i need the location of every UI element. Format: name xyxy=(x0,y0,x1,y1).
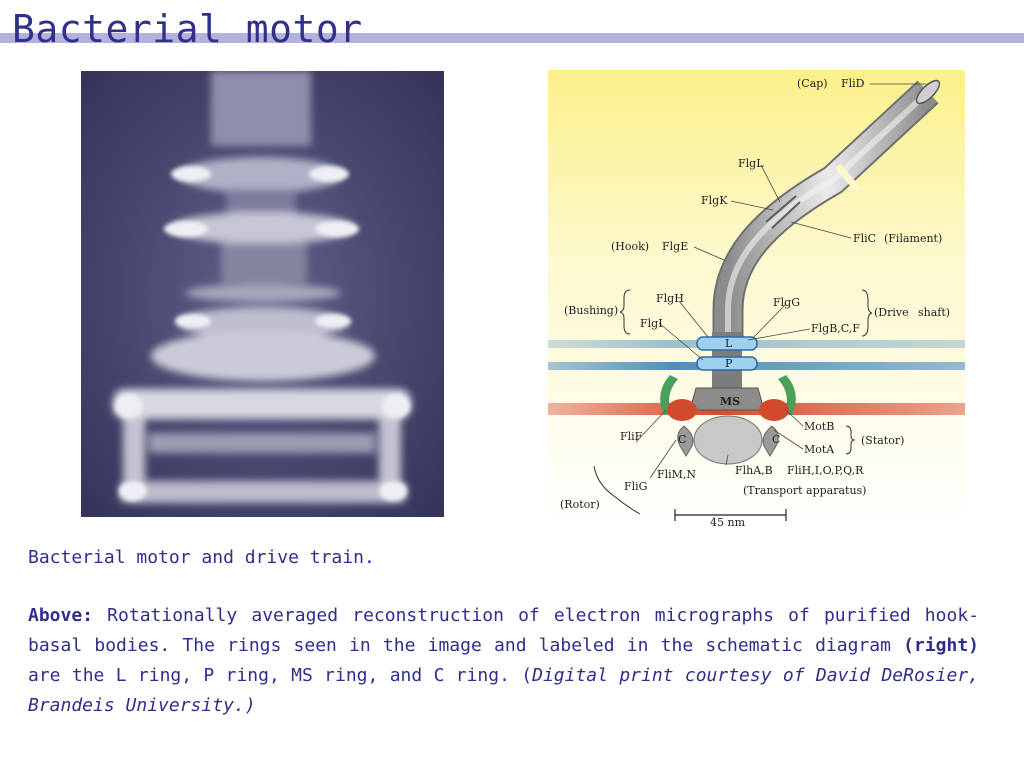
flagellar-motor-schematic: L P MS C C (Cap) FliD FlgL FlgK FliC (Fi… xyxy=(548,70,965,530)
caption-text-1: Rotationally averaged reconstruction of … xyxy=(28,605,979,656)
diagram-label-hook: (Hook) xyxy=(611,240,649,253)
diagram-label-ring-p: P xyxy=(725,357,733,370)
slide-title: Bacterial motor xyxy=(12,7,363,51)
micrograph-image xyxy=(81,71,444,517)
diagram-label-ring-c: C xyxy=(772,433,780,446)
diagram-label-flic: FliC xyxy=(853,232,876,245)
diagram-label-flgbcf: FlgB,C,F xyxy=(811,322,860,335)
caption-text-2: are the L ring, P ring, MS ring, and C r… xyxy=(28,665,533,686)
diagram-label-filament: (Filament) xyxy=(884,232,942,245)
l-ring xyxy=(696,336,758,351)
diagram-label-flhab: FlhA,B xyxy=(735,464,773,477)
diagram-label-flimn: FliM,N xyxy=(657,468,696,481)
diagram-label-shaft: shaft) xyxy=(918,306,950,319)
diagram-label-ring-l: L xyxy=(725,337,733,350)
diagram-label-flgk: FlgK xyxy=(701,194,728,207)
diagram-label-cap: (Cap) xyxy=(797,77,828,90)
diagram-label-mota: MotA xyxy=(804,443,835,456)
diagram-label-ring-c: C xyxy=(678,433,686,446)
diagram-label-motb: MotB xyxy=(804,420,834,433)
diagram-label-flif: FliF xyxy=(620,430,643,443)
diagram-label-scale: 45 nm xyxy=(710,516,746,529)
diagram-label-flid: FliD xyxy=(841,77,865,90)
diagram-label-drive: (Drive xyxy=(874,306,909,319)
figure-caption: Bacterial motor and drive train. Above: … xyxy=(28,545,979,721)
caption-credit: Digital print courtesy of David DeRosier… xyxy=(28,665,979,716)
caption-heading: Bacterial motor and drive train. xyxy=(28,547,375,568)
diagram-label-bushing: (Bushing) xyxy=(564,304,618,317)
diagram-label-flgh: FlgH xyxy=(656,292,684,305)
caption-right-ref: (right) xyxy=(903,635,979,656)
diagram-label-flgi: FlgI xyxy=(640,317,663,330)
diagram-label-transport: (Transport apparatus) xyxy=(743,484,866,497)
title-rule xyxy=(0,33,1024,43)
diagram-label-flih: FliH,I,O,P,Q,R xyxy=(787,464,864,477)
diagram-label-flig: FliG xyxy=(624,480,647,493)
c-ring-base xyxy=(693,415,763,465)
diagram-label-flgl: FlgL xyxy=(738,157,764,170)
caption-body: Above: Rotationally averaged reconstruct… xyxy=(28,601,979,721)
diagram-label-flge: FlgE xyxy=(662,240,688,253)
diagram-label-stator: (Stator) xyxy=(861,434,904,447)
diagram-label-flgg: FlgG xyxy=(773,296,800,309)
diagram-label-rotor: (Rotor) xyxy=(560,498,600,511)
diagram-label-ms: MS xyxy=(720,395,740,408)
p-ring xyxy=(696,356,758,371)
caption-lead: Above: xyxy=(28,605,94,626)
